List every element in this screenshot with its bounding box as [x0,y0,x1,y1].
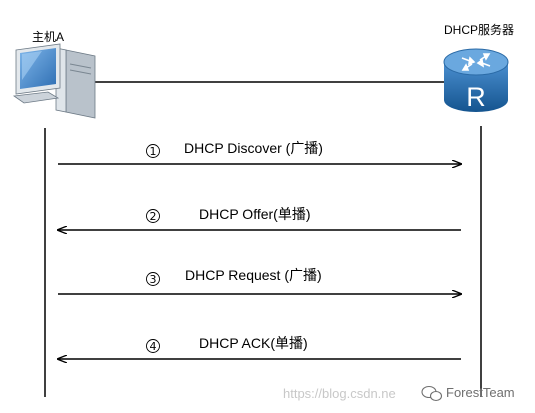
message-label: DHCP ACK(单播) [199,335,308,351]
desktop-computer-icon [12,43,96,119]
message-label: DHCP Offer(单播) [199,206,311,222]
wechat-icon [421,385,443,402]
message-request: 3 DHCP Request (广播) [58,267,461,294]
step-number: 2 [150,210,157,223]
watermark: https://blog.csdn.ne ForestTeam [283,385,515,402]
host-label: 主机A [32,30,64,44]
step-marker [146,144,160,158]
step-number: 3 [150,273,157,286]
message-label: DHCP Discover (广播) [184,140,323,156]
router-icon: R [443,48,509,112]
step-number: 4 [150,340,157,353]
watermark-brand: ForestTeam [446,385,515,400]
message-ack: 4 DHCP ACK(单播) [58,335,461,359]
message-label: DHCP Request (广播) [185,267,322,283]
step-marker [146,339,160,353]
router-letter: R [466,82,486,112]
message-discover: 1 DHCP Discover (广播) [58,140,461,164]
watermark-url: https://blog.csdn.ne [283,386,396,401]
server-label: DHCP服务器 [444,22,514,37]
message-offer: 2 DHCP Offer(单播) [58,206,461,230]
step-number: 1 [150,145,157,158]
step-marker [146,209,160,223]
step-marker [146,272,160,286]
